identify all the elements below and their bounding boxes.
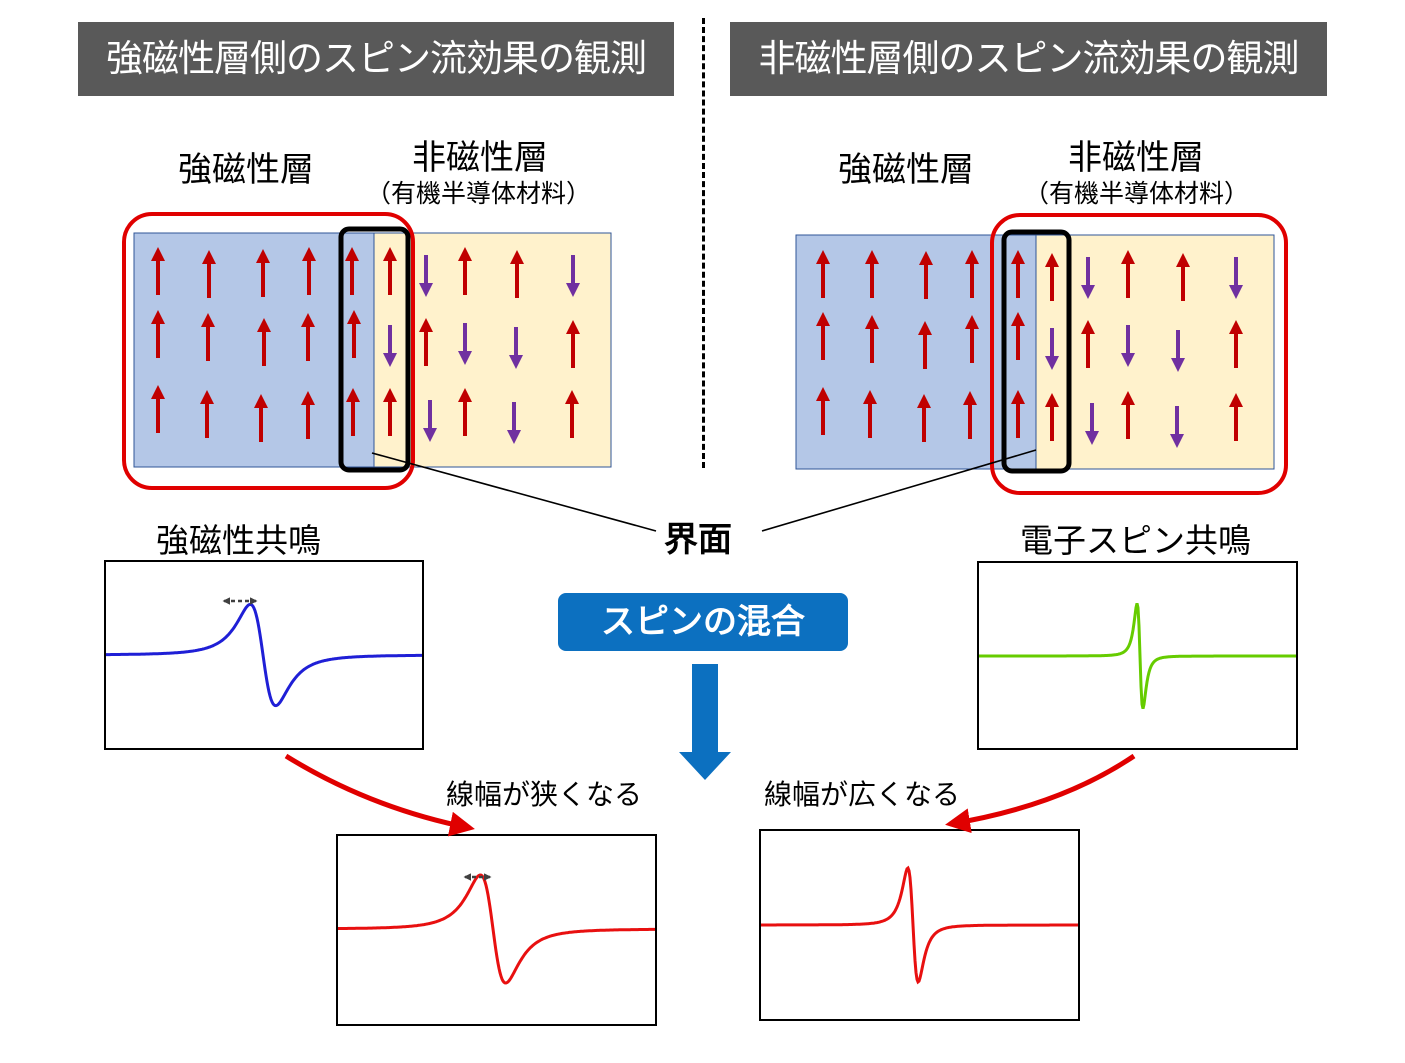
right-interface-frame [1001,229,1072,474]
left-nonmag-sub: （有機半導体材料） [366,179,592,208]
spin-mixing-badge: スピンの混合 [558,593,848,651]
spin-arrow [458,388,472,436]
broad-label: 線幅が広くなる [764,778,961,811]
spin-arrow [566,320,580,368]
spin-arrow [200,390,214,438]
spin-arrow [302,247,316,295]
esr-curve [979,602,1296,710]
spin-arrow [510,250,524,298]
left-interface-frame [338,226,411,473]
spin-arrow [816,250,830,298]
spin-arrow [1229,393,1243,441]
narrowed-curve [338,873,655,985]
interface-label: 界面 [664,520,732,560]
spin-arrow [1121,391,1135,439]
spin-arrow [383,325,397,367]
spin-arrow [1121,325,1135,367]
spin-arrow [565,390,579,438]
spin-arrow [1045,328,1059,370]
spin-arrow [151,247,165,295]
left-ferro-layer [133,232,375,468]
fmr-curve [106,602,422,708]
spin-arrow [419,318,433,366]
right-nonmag-layer [1035,234,1275,470]
spin-arrow [1171,330,1185,372]
spin-arrow [865,250,879,298]
right-nonmag-label: 非磁性層 [1068,138,1204,178]
narrow-label: 線幅が狭くなる [446,778,643,811]
right-nonmag-sub: （有機半導体材料） [1024,179,1250,208]
spin-arrow [1011,390,1025,438]
spin-arrow [1045,253,1059,301]
spin-arrow [423,400,437,442]
spin-arrow [965,315,979,363]
spin-arrow [919,251,933,299]
spin-arrow [201,313,215,361]
spin-arrow [816,387,830,435]
spin-arrow [816,312,830,360]
spin-arrow [1176,253,1190,301]
spin-arrow [865,315,879,363]
interface-connector-right [761,449,1037,532]
spin-arrow [347,310,361,358]
spin-arrow [345,247,359,295]
spin-arrow [1081,320,1095,368]
left-highlight-frame [122,212,415,490]
spin-arrow [202,250,216,298]
spin-arrow [1229,320,1243,368]
spin-arrow [151,385,165,433]
spin-arrow [965,250,979,298]
spin-arrow [383,388,397,436]
mixing-down-arrow [679,664,731,780]
spin-arrow [301,313,315,361]
spin-arrow [151,310,165,358]
spin-arrow [963,391,977,439]
spin-arrow [863,390,877,438]
broadened-curve [761,865,1078,985]
right-ferro-label: 強磁性層 [838,150,974,190]
panel-divider [702,18,705,468]
spin-arrow [1011,312,1025,360]
fmr-label: 強磁性共鳴 [156,521,321,560]
spin-arrow [419,255,433,297]
spin-arrow [256,249,270,297]
left-header: 強磁性層側のスピン流効果の観測 [78,22,674,96]
narrow-arrow [284,753,475,837]
right-ferro-layer [795,234,1037,470]
spin-arrow [257,318,271,366]
spin-arrow [1085,403,1099,445]
spin-arrow [1045,393,1059,441]
spin-arrow [458,247,472,295]
spin-arrow [1011,250,1025,298]
left-ferro-label: 強磁性層 [178,150,314,190]
spin-arrow [918,321,932,369]
spin-arrow [383,247,397,295]
spin-arrow [254,394,268,442]
spin-arrow [1170,406,1184,448]
spin-arrow [346,388,360,436]
interface-connector-left [371,452,657,532]
left-nonmag-label: 非磁性層 [412,138,548,178]
spin-arrow [566,255,580,297]
esr-label: 電子スピン共鳴 [1020,521,1251,560]
spin-arrow [1121,250,1135,298]
right-highlight-frame [990,213,1288,495]
spin-arrow [1229,257,1243,299]
spin-arrow [458,323,472,365]
spin-arrow [301,391,315,439]
spin-arrow [1081,257,1095,299]
spin-arrow [507,402,521,444]
broad-arrow [945,753,1136,834]
spin-arrow [917,394,931,442]
right-header: 非磁性層側のスピン流効果の観測 [730,22,1327,96]
spin-arrow [509,327,523,369]
